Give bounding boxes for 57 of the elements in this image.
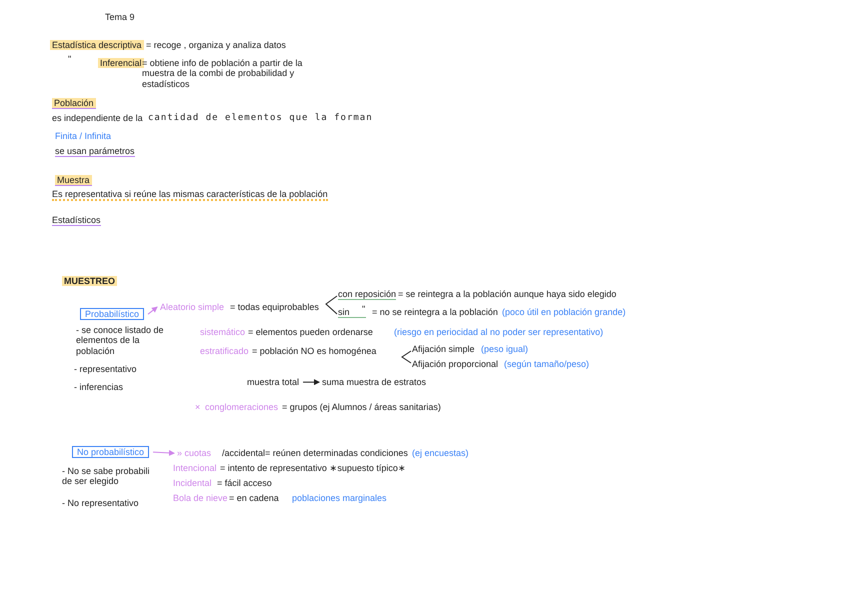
note-text: cantidad de elementos que la forman (148, 113, 373, 124)
note-text: " (362, 304, 366, 314)
note-text: Finita / Infinita (55, 131, 112, 142)
note-text: (ej encuestas) (412, 448, 469, 458)
note-text: = intento de representativo ∗supuesto típico∗ (220, 463, 406, 474)
note-text: con reposición (338, 289, 396, 300)
note-text: (poco útil en población grande) (502, 307, 626, 318)
note-text: Afijación proporcional (412, 359, 498, 370)
highlighted-term: Estadística descriptiva (50, 40, 144, 50)
note-text: - No representativo (62, 498, 139, 508)
title-text: Tema 9 (105, 12, 135, 22)
note-text: sistemático (200, 327, 246, 338)
note-text: = elementos pueden ordenarse (248, 327, 373, 338)
arrow (152, 450, 175, 456)
term-text: suma muestra de estratos (322, 377, 426, 388)
note-text: = recoge , organiza y analiza datos (146, 40, 286, 50)
note-text: " (68, 54, 72, 64)
arrow (148, 306, 158, 315)
note-text: = en cadena (229, 493, 279, 504)
note-text: = población NO es homogénea (252, 346, 376, 356)
note-text: = no se reintegra a la población (372, 307, 498, 318)
note-text: estratificado (200, 346, 249, 356)
note-text: Estadísticos (52, 215, 101, 226)
term-text: Aleatorio simple (160, 302, 224, 312)
note-text: - No se sabe probabili de ser elegido (62, 466, 151, 487)
highlighted-term: Población (52, 98, 96, 110)
note-text: Intencional (173, 463, 217, 474)
note-text: (peso igual) (481, 344, 528, 354)
highlighted-term: MUESTREO (62, 276, 118, 286)
boxed-term: No probabilístico (72, 446, 150, 458)
note-text: - se conoce listado de elementos de la población (76, 325, 165, 356)
highlighted-term: Inferencial (98, 58, 144, 68)
note-text: Bola de nieve (173, 493, 228, 504)
note-text: es independiente de la (52, 113, 143, 124)
term-text: muestra total (247, 377, 300, 388)
note-text: Es representativa si reúne las mismas características de la población (52, 189, 328, 202)
note-text: = se reintegra a la población aunque haya sido elegido (398, 289, 616, 300)
note-text: se usan parámetros (55, 146, 135, 158)
highlighted-term: Muestra (55, 175, 92, 186)
note-text: = grupos (ej Alumnos / áreas sanitarias) (282, 402, 441, 412)
note-text: = fácil acceso (217, 478, 272, 488)
boxed-term: Probabilístico (80, 308, 144, 320)
note-text: = todas equiprobables (230, 302, 319, 312)
note-text: sin (338, 307, 366, 318)
note-text: = obtiene info de población a partir de la muestra de la combi de probabilidad y estadísticos (142, 58, 304, 90)
note-text: /accidental= reúnen determinadas condiciones (222, 448, 408, 458)
note-text: Afijación simple (412, 344, 475, 354)
note-text: - representativo (74, 364, 137, 374)
term-text: » cuotas (177, 448, 212, 458)
arrow (302, 379, 320, 386)
note-text: poblaciones marginales (292, 493, 387, 504)
note-text: (según tamaño/peso) (504, 359, 590, 370)
note-text: conglomeraciones (205, 402, 278, 412)
note-text: × (195, 402, 200, 412)
note-text: (riesgo en periocidad al no poder ser representativo) (394, 327, 604, 338)
note-text: Incidental (173, 478, 212, 488)
note-text: - inferencias (74, 382, 124, 392)
